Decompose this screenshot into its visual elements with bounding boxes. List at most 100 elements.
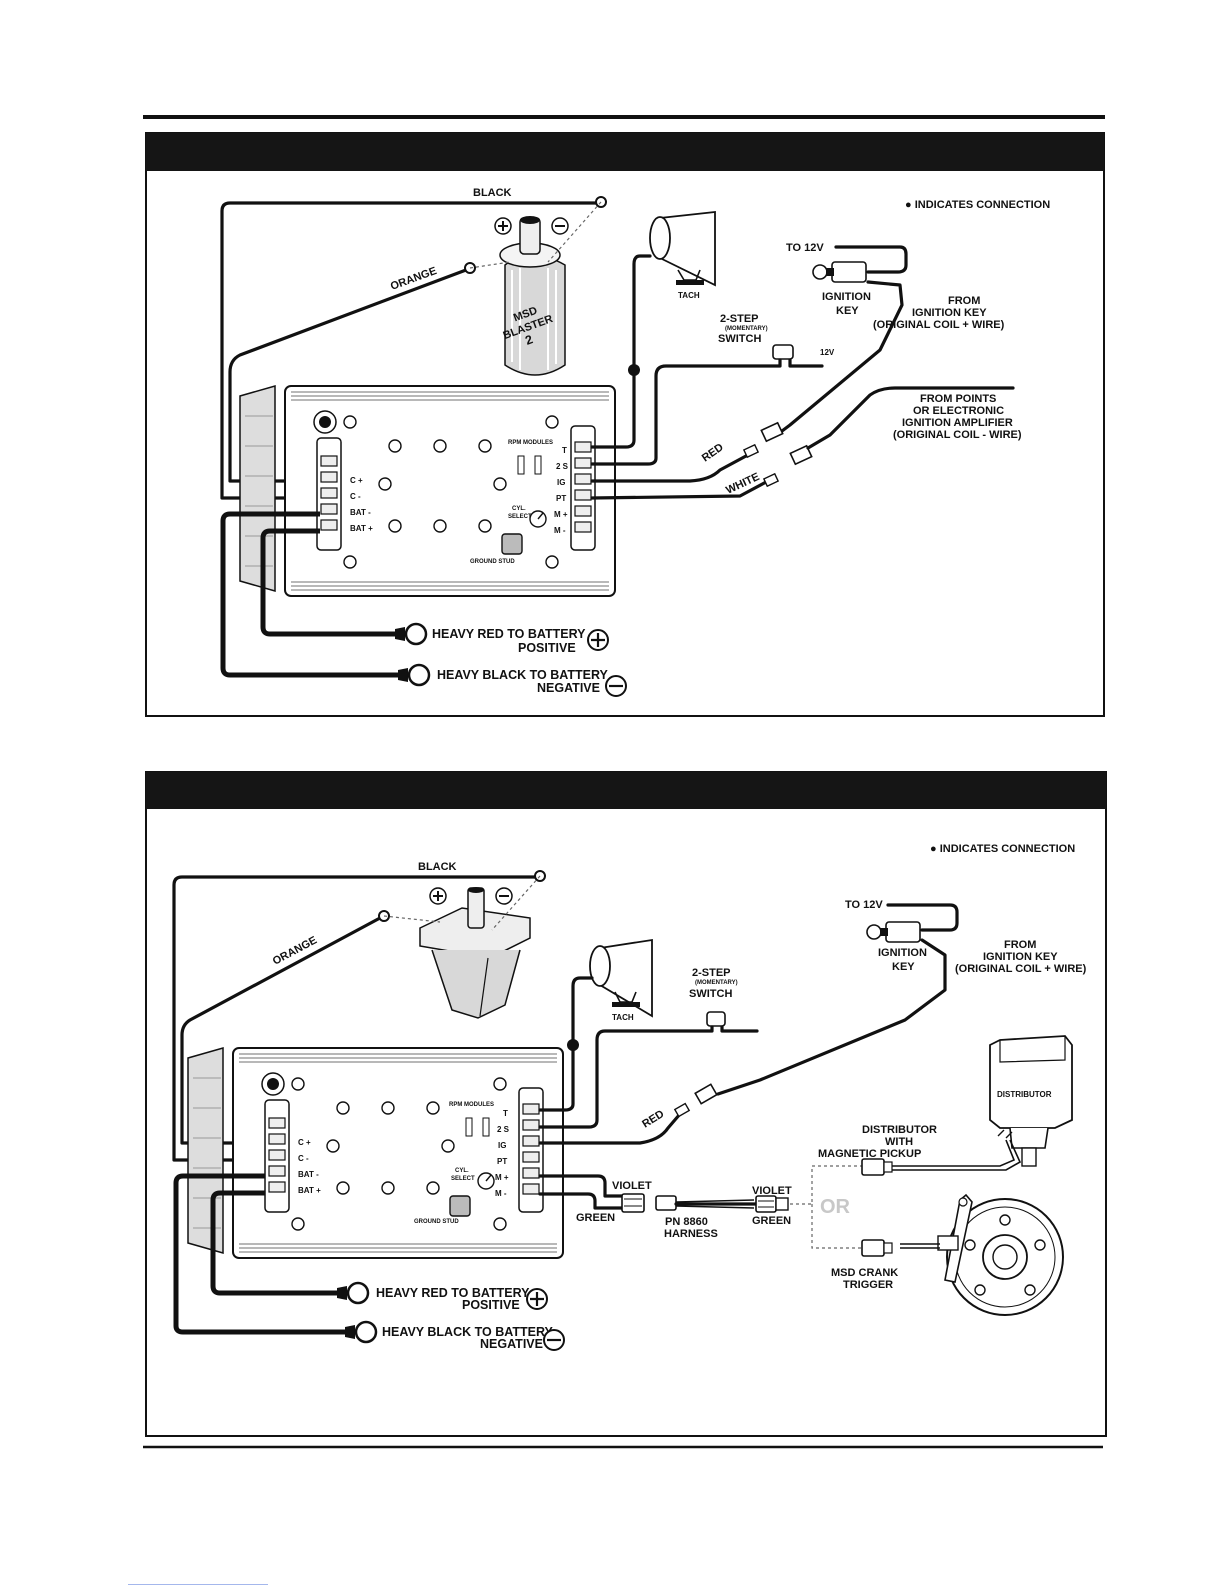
diagram-2: ● INDICATES CONNECTION BLACK ORANGE C + … bbox=[145, 771, 1107, 1437]
red-connector bbox=[760, 421, 784, 443]
twelve-v-label: 12V bbox=[820, 348, 835, 357]
connection-dot bbox=[628, 364, 640, 376]
heavy-red-label: HEAVY RED TO BATTERY bbox=[432, 627, 586, 641]
green-label-2: GREEN bbox=[752, 1215, 791, 1227]
hei-coil bbox=[419, 887, 531, 1019]
black-label: BLACK bbox=[473, 187, 512, 199]
heavy-black-label: HEAVY BLACK TO BATTERY bbox=[437, 668, 609, 682]
tach-icon-2 bbox=[589, 938, 653, 1018]
positive-label-2: POSITIVE bbox=[462, 1298, 520, 1312]
from-points-label-1: FROM POINTS bbox=[920, 393, 996, 405]
ignition-box-2 bbox=[187, 1047, 564, 1259]
to-12v-label: TO 12V bbox=[786, 242, 824, 254]
distributor-label: DISTRIBUTOR bbox=[997, 1090, 1052, 1099]
heavy-black-label-2: HEAVY BLACK TO BATTERY bbox=[382, 1325, 554, 1339]
connection-dot-2 bbox=[567, 1039, 579, 1051]
distributor-icon bbox=[989, 1035, 1073, 1167]
crank-label-2: TRIGGER bbox=[843, 1279, 893, 1291]
ignition-key-icon-2 bbox=[866, 921, 921, 943]
from-key-label-1: FROM bbox=[948, 295, 980, 307]
two-step-switch-icon-2 bbox=[706, 1011, 726, 1027]
positive-label: POSITIVE bbox=[518, 641, 576, 655]
orange-wire bbox=[228, 268, 468, 483]
cyl-label-2: CYL. bbox=[455, 1168, 469, 1174]
heavy-black-wire bbox=[220, 511, 398, 678]
distributor-connector bbox=[861, 1158, 885, 1176]
momentary-label: (MOMENTARY) bbox=[725, 326, 768, 332]
negative-label-2: NEGATIVE bbox=[480, 1337, 543, 1351]
coil-brand-2: 2 bbox=[523, 332, 534, 348]
ignition-label-1: IGNITION bbox=[822, 291, 871, 303]
from-key-label-2: IGNITION KEY bbox=[912, 307, 987, 319]
green-wire bbox=[538, 1192, 624, 1210]
green-label-1: GREEN bbox=[576, 1212, 615, 1224]
to-12v-label-2: TO 12V bbox=[845, 899, 883, 911]
from-key-label-3: (ORIGINAL COIL + WIRE) bbox=[873, 319, 1005, 331]
ground-stud-label-2: GROUND STUD bbox=[414, 1219, 459, 1225]
rpm-modules-label-2: RPM MODULES bbox=[449, 1102, 494, 1108]
two-step-switch-icon bbox=[772, 344, 794, 360]
term-m-minus-2: M - bbox=[495, 1189, 507, 1198]
points-wire bbox=[806, 386, 1015, 450]
red-wire-2 bbox=[538, 1112, 682, 1145]
two-step-label: 2-STEP bbox=[720, 313, 759, 325]
crank-label-1: MSD CRANK bbox=[831, 1267, 898, 1279]
term-bat-minus-2: BAT - bbox=[298, 1170, 319, 1179]
term-c-minus: C - bbox=[350, 492, 361, 501]
term-2s: 2 S bbox=[556, 462, 569, 471]
heavy-red-label-2: HEAVY RED TO BATTERY bbox=[376, 1286, 530, 1300]
diagram-1-header-bar bbox=[146, 133, 1104, 171]
rpm-modules-label: RPM MODULES bbox=[508, 440, 553, 446]
term-t: T bbox=[562, 446, 567, 455]
pn-label-2: HARNESS bbox=[664, 1228, 718, 1240]
term-pt: PT bbox=[556, 494, 566, 503]
two-step-label-2: 2-STEP bbox=[692, 967, 731, 979]
momentary-label-2: (MOMENTARY) bbox=[695, 980, 738, 986]
from-key2-label-2: IGNITION KEY bbox=[983, 951, 1058, 963]
two-step-wire bbox=[590, 358, 782, 466]
ignition-key-wire-2 bbox=[716, 938, 947, 1096]
select-label-2: SELECT bbox=[451, 1176, 475, 1182]
from-key2-label-3: (ORIGINAL COIL + WIRE) bbox=[955, 963, 1087, 975]
term-c-minus-2: C - bbox=[298, 1154, 309, 1163]
diagram-2-header-bar bbox=[146, 772, 1106, 809]
ignition-key-icon bbox=[812, 261, 867, 283]
term-pt-2: PT bbox=[497, 1157, 507, 1166]
term-m-minus: M - bbox=[554, 526, 566, 535]
pn-label-1: PN 8860 bbox=[665, 1216, 708, 1228]
from-points-label-3: IGNITION AMPLIFIER bbox=[902, 417, 1013, 429]
two-step-wire-2 bbox=[538, 1025, 714, 1129]
heavy-black-wire-2 bbox=[173, 1173, 345, 1335]
violet-label-1: VIOLET bbox=[612, 1180, 652, 1192]
heavy-red-wire-2 bbox=[210, 1190, 337, 1296]
ignition-key-wire bbox=[776, 280, 904, 436]
tach-icon bbox=[649, 210, 716, 287]
crank-trigger-icon bbox=[937, 1193, 1064, 1316]
term-bat-minus: BAT - bbox=[350, 508, 371, 517]
term-c-plus-2: C + bbox=[298, 1138, 311, 1147]
select-label: SELECT bbox=[508, 514, 532, 520]
black-label-2: BLACK bbox=[418, 861, 457, 873]
dist-label-3: MAGNETIC PICKUP bbox=[818, 1148, 921, 1160]
violet-label-2: VIOLET bbox=[752, 1185, 792, 1197]
harness-connector-left bbox=[621, 1193, 645, 1213]
term-bat-plus-2: BAT + bbox=[298, 1186, 321, 1195]
dist-label-2: WITH bbox=[885, 1136, 913, 1148]
from-points-label-4: (ORIGINAL COIL - WIRE) bbox=[893, 429, 1022, 441]
term-m-plus: M + bbox=[554, 510, 568, 519]
dist-label-1: DISTRIBUTOR bbox=[862, 1124, 937, 1136]
tach-wire bbox=[590, 254, 652, 449]
switch-label-2: SWITCH bbox=[689, 988, 732, 1000]
black-wire-2 bbox=[172, 875, 539, 1162]
or-label: OR bbox=[820, 1196, 851, 1218]
red-connector-2 bbox=[694, 1083, 718, 1105]
from-key2-label-1: FROM bbox=[1004, 939, 1036, 951]
ground-stud-label: GROUND STUD bbox=[470, 559, 515, 565]
ignition-box-1 bbox=[239, 385, 616, 597]
black-wire bbox=[220, 201, 600, 500]
legend-2: ● INDICATES CONNECTION bbox=[930, 843, 1075, 855]
crank-connector bbox=[861, 1239, 885, 1257]
term-ig: IG bbox=[557, 478, 565, 487]
term-bat-plus: BAT + bbox=[350, 524, 373, 533]
